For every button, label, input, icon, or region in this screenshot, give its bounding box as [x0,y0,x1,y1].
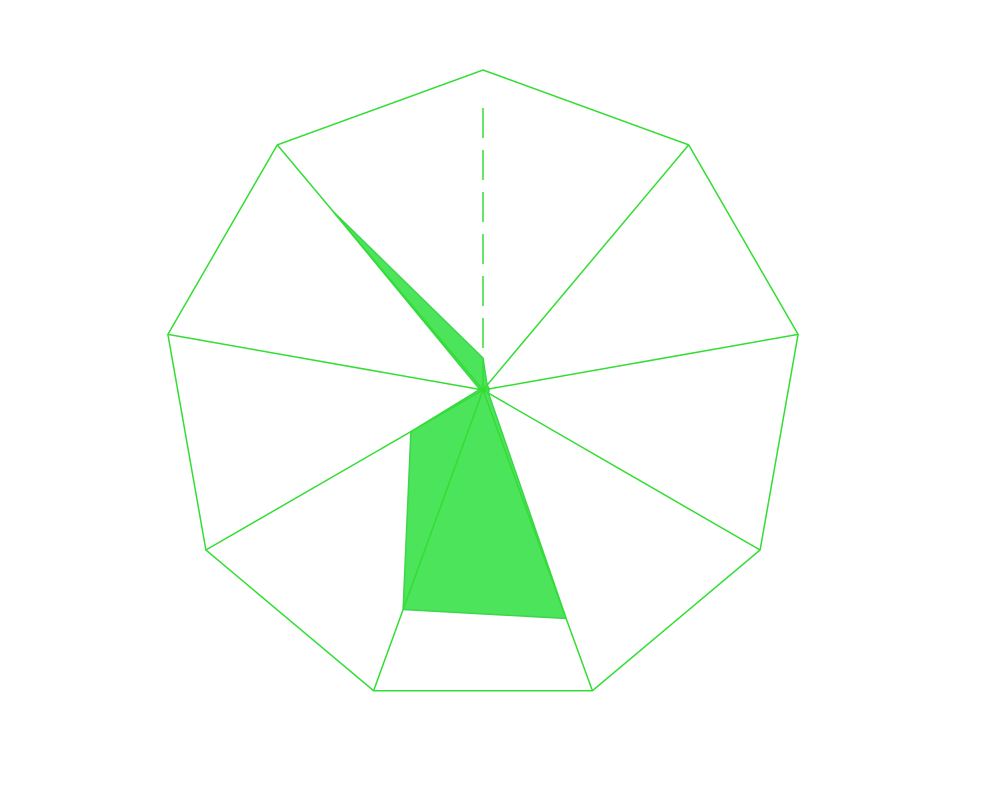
radar-axis-1 [482,144,690,391]
radar-axis-7 [167,333,484,391]
radar-series-area-0 [332,210,567,620]
radar-axis-2 [482,333,799,391]
radar-axis-8 [276,144,484,391]
radar-outer-frame [167,69,799,692]
radar-axis-5 [372,389,484,691]
radar-axis-6 [205,389,484,551]
radar-axis-4 [482,389,594,691]
radar-axis-3 [482,389,761,551]
